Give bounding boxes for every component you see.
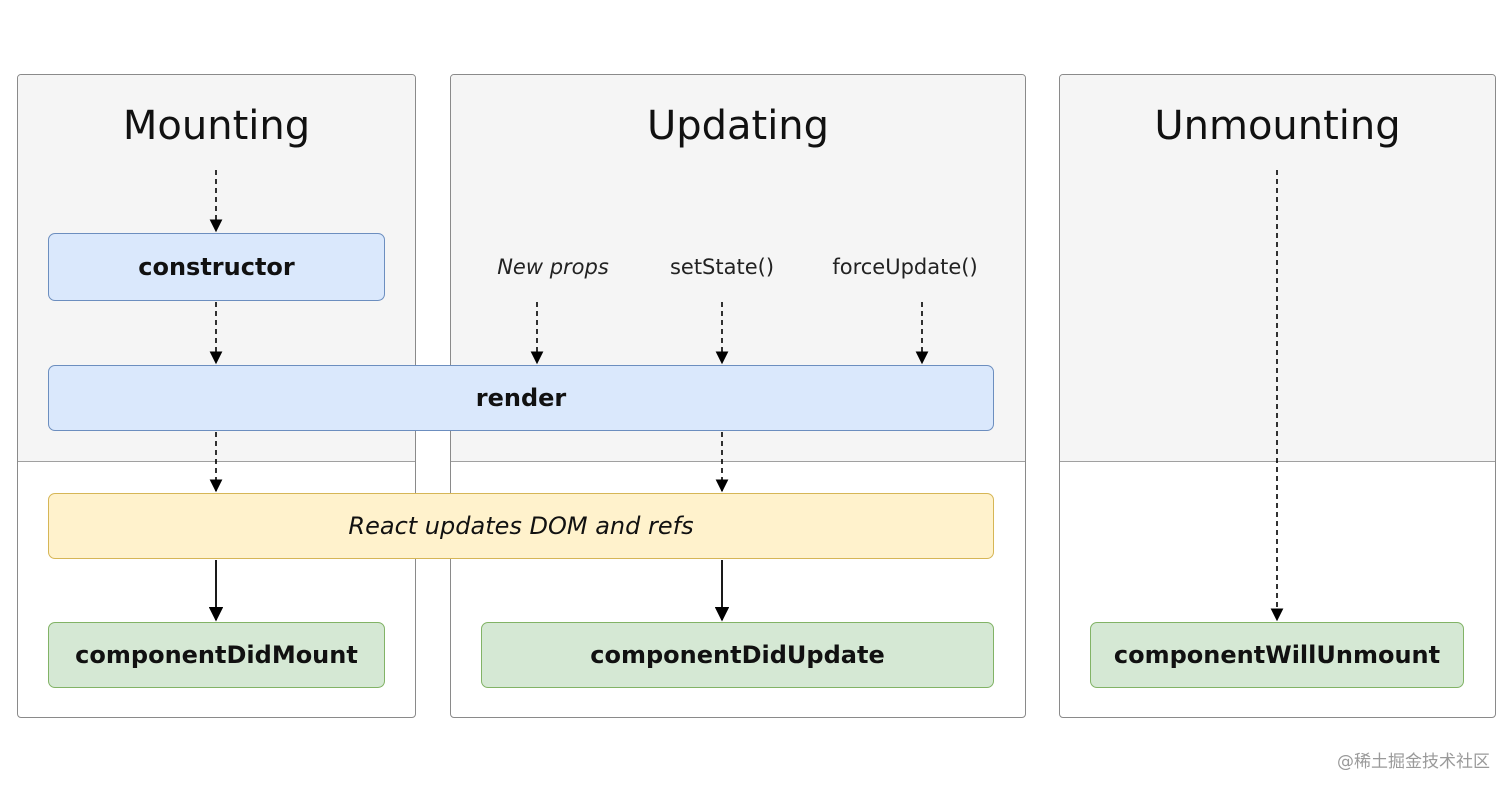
component-did-update-box: componentDidUpdate — [481, 622, 994, 688]
unmounting-title: Unmounting — [1154, 103, 1401, 149]
component-will-unmount-box: componentWillUnmount — [1090, 622, 1464, 688]
render-box: render — [48, 365, 994, 431]
component-did-mount-box: componentDidMount — [48, 622, 385, 688]
trigger-new-props: New props — [497, 255, 609, 279]
mounting-title: Mounting — [122, 103, 311, 149]
trigger-set-state: setState() — [669, 255, 775, 279]
constructor-box: constructor — [48, 233, 385, 301]
watermark: @稀土掘金技术社区 — [1337, 752, 1490, 772]
trigger-force-update: forceUpdate() — [832, 255, 978, 279]
react-updates-dom-box: React updates DOM and refs — [48, 493, 994, 559]
updating-title: Updating — [646, 103, 830, 149]
